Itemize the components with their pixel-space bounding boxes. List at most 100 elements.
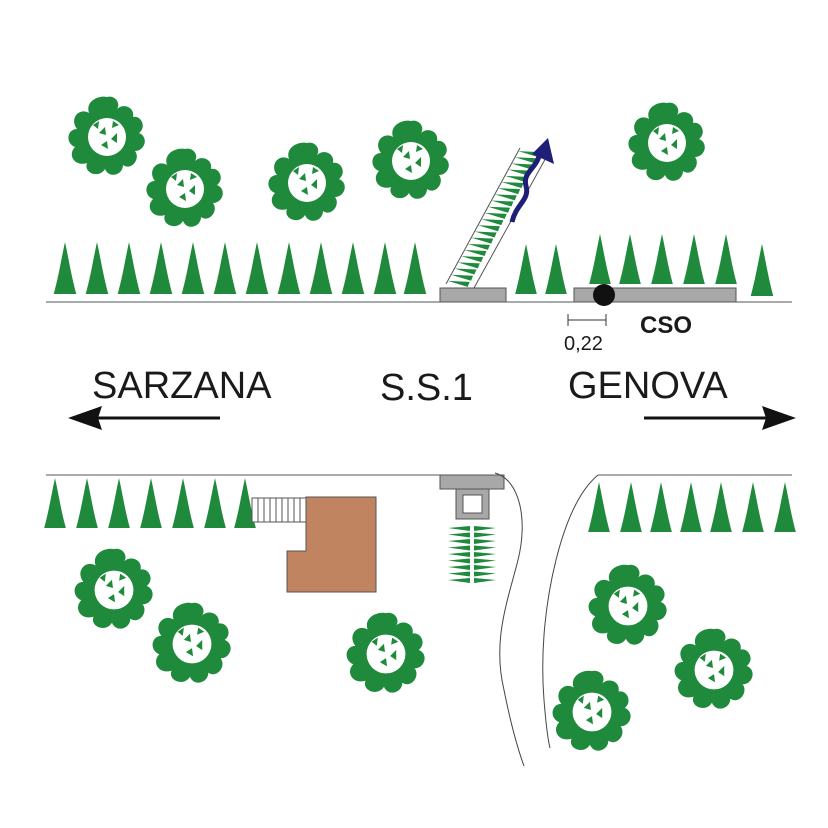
bush-icon bbox=[146, 148, 223, 227]
cypress-icon bbox=[620, 482, 642, 532]
stream-banks bbox=[494, 472, 599, 767]
culvert-tick bbox=[448, 578, 470, 583]
culvert-ticks bbox=[448, 526, 496, 583]
cypress-icon bbox=[403, 242, 427, 294]
channel-tick bbox=[514, 157, 537, 164]
cypress-icon bbox=[373, 242, 397, 294]
culvert-tick bbox=[448, 532, 470, 538]
cypress-icon bbox=[715, 234, 737, 284]
channel-tick bbox=[474, 231, 497, 238]
cypress-icon bbox=[683, 234, 705, 284]
stairs bbox=[251, 497, 307, 523]
cypress-icon bbox=[750, 244, 774, 296]
stream-arrowhead bbox=[532, 138, 554, 164]
distance-label: 0,22 bbox=[564, 333, 603, 355]
platforms bbox=[439, 284, 737, 306]
bush-icon bbox=[346, 612, 425, 693]
bush-icon bbox=[152, 602, 231, 683]
channel-tick bbox=[471, 237, 494, 244]
channel-ticks bbox=[447, 151, 541, 287]
bush-icon bbox=[674, 628, 753, 709]
stream-arrow bbox=[509, 151, 543, 223]
arrow-right-icon bbox=[644, 406, 796, 430]
channel-tick bbox=[451, 274, 474, 281]
cypress-icon bbox=[245, 242, 269, 294]
cypress-icon bbox=[76, 478, 98, 528]
road-label: S.S.1 bbox=[380, 367, 473, 409]
bush-icon bbox=[552, 670, 631, 751]
cypress-icon bbox=[44, 478, 66, 528]
cypress-icon bbox=[172, 478, 194, 528]
cypress-icon bbox=[588, 482, 610, 532]
cypress-row-top-left bbox=[53, 242, 427, 294]
cso-marker-icon bbox=[593, 284, 615, 306]
cypress-icon bbox=[204, 478, 226, 528]
cypress-icon bbox=[277, 242, 301, 294]
culvert-tick bbox=[448, 571, 470, 577]
sarzana-label: SARZANA bbox=[92, 365, 272, 407]
cypress-icon bbox=[53, 242, 77, 294]
cypress-icon bbox=[515, 244, 537, 294]
cypress-icon bbox=[742, 482, 764, 532]
channel-tick bbox=[467, 243, 490, 250]
cypress-icon bbox=[774, 482, 796, 532]
channel-tick bbox=[504, 175, 527, 182]
cypress-icon bbox=[140, 478, 162, 528]
culvert-tick bbox=[448, 552, 470, 557]
culvert-tick bbox=[474, 545, 496, 551]
culvert-tick bbox=[448, 526, 470, 531]
cypress-icon bbox=[619, 234, 641, 284]
cypress-icon bbox=[710, 482, 732, 532]
bush-icon bbox=[68, 96, 145, 175]
channel-tick bbox=[501, 182, 524, 188]
cypress-icon bbox=[117, 242, 141, 294]
channel-tick bbox=[457, 262, 480, 269]
channel-tick bbox=[461, 256, 484, 263]
cypress-icon bbox=[309, 242, 333, 294]
culvert-tick bbox=[474, 558, 496, 564]
channel-tick bbox=[494, 194, 517, 201]
cypress-icon bbox=[651, 234, 673, 284]
trees-top bbox=[68, 96, 705, 227]
culvert-tick bbox=[448, 545, 470, 551]
cypress-icon bbox=[680, 482, 702, 532]
culvert-tick bbox=[448, 558, 470, 564]
culvert-tick bbox=[474, 552, 496, 557]
diagonal-channel bbox=[445, 138, 554, 289]
building bbox=[286, 496, 377, 593]
culvert-tick bbox=[474, 526, 496, 531]
channel-tick bbox=[454, 268, 477, 275]
cso-label: CSO bbox=[640, 312, 692, 339]
bush-icon bbox=[372, 120, 449, 199]
channel-tick bbox=[498, 188, 521, 195]
cypress-icon bbox=[181, 242, 205, 294]
culvert-tick bbox=[474, 578, 496, 583]
channel-tick bbox=[511, 163, 534, 170]
culvert-tick bbox=[448, 539, 470, 544]
culvert-tick bbox=[474, 571, 496, 577]
channel-tick bbox=[464, 250, 487, 256]
bush-icon bbox=[588, 564, 667, 645]
cypress-row-bottom-left bbox=[44, 478, 256, 528]
channel-tick bbox=[447, 280, 470, 287]
culvert-tick bbox=[474, 532, 496, 538]
cypress-icon bbox=[85, 242, 109, 294]
channel-tick bbox=[508, 169, 531, 176]
genova-label: GENOVA bbox=[568, 365, 728, 407]
culvert bbox=[439, 474, 505, 583]
culvert-tick bbox=[474, 539, 496, 544]
cypress-icon bbox=[650, 482, 672, 532]
channel-tick bbox=[484, 212, 507, 219]
bush-icon bbox=[628, 102, 705, 181]
cypress-icon bbox=[149, 242, 173, 294]
channel-tick bbox=[477, 225, 500, 232]
cypress-icon bbox=[589, 234, 611, 284]
bush-icon bbox=[268, 142, 345, 221]
cypress-icon bbox=[341, 242, 365, 294]
channel-tick bbox=[481, 219, 504, 226]
bush-icon bbox=[74, 548, 153, 629]
arrow-left-icon bbox=[68, 406, 220, 430]
platform-right bbox=[573, 287, 737, 303]
cypress-row-bottom-right bbox=[588, 482, 796, 532]
culvert-tick bbox=[448, 565, 470, 570]
